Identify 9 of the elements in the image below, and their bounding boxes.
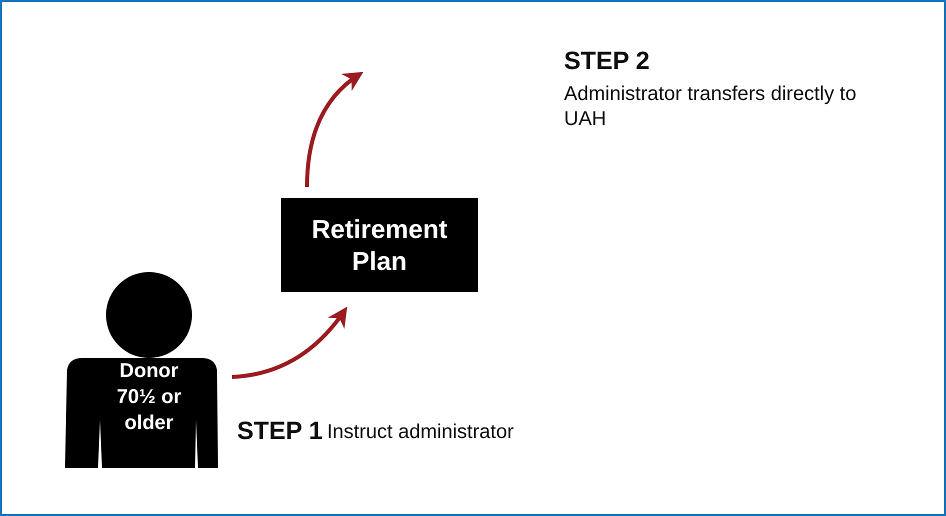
step-description: Administrator transfers directly to UAH <box>564 82 858 132</box>
curved-arrow <box>305 72 364 188</box>
step-heading: STEP 1 <box>237 416 324 447</box>
step-description: Instruct administrator <box>327 420 515 445</box>
curved-arrow <box>232 306 348 379</box>
node-label: Donor 70½ or older <box>116 359 182 436</box>
node-label: Retirement Plan <box>310 213 448 277</box>
step-heading: STEP 2 <box>564 46 651 77</box>
process-box <box>281 198 478 292</box>
